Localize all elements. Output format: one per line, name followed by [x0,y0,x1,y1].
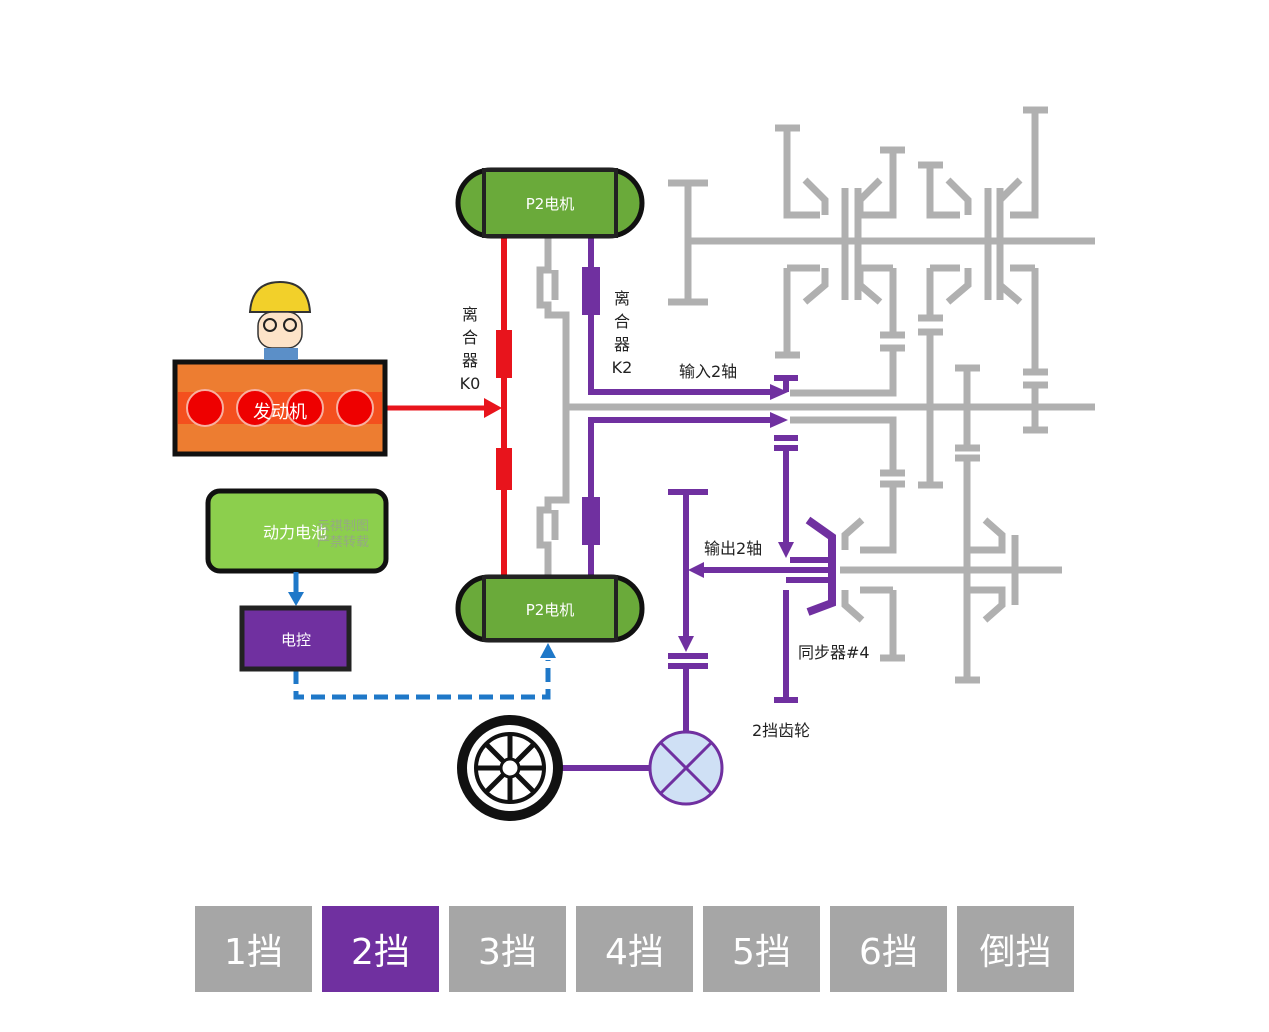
active-power-path [530,236,836,771]
svg-text:输出2轴: 输出2轴 [704,539,762,558]
battery: 动力电池 云祺制图 严禁转载 [205,488,389,574]
svg-text:P2电机: P2电机 [526,601,575,619]
tab-gear-2[interactable]: 2挡 [322,906,439,992]
svg-text:合: 合 [614,312,630,331]
svg-text:离: 离 [614,289,630,308]
svg-text:K2: K2 [612,358,633,377]
svg-text:P2电机: P2电机 [526,195,575,213]
svg-text:2挡齿轮: 2挡齿轮 [752,721,810,740]
svg-text:器: 器 [614,335,630,354]
tab-gear-6[interactable]: 6挡 [830,906,947,992]
tab-gear-reverse[interactable]: 倒挡 [957,906,1074,992]
svg-text:离: 离 [462,305,478,324]
tab-gear-5[interactable]: 5挡 [703,906,820,992]
p2-motor-top: P2电机 [455,167,645,239]
tab-gear-3[interactable]: 3挡 [449,906,566,992]
controller: 电控 [239,605,352,672]
differential-icon [648,730,724,806]
svg-text:合: 合 [462,328,478,347]
svg-text:电控: 电控 [281,631,311,649]
svg-text:云祺制图: 云祺制图 [317,519,369,534]
diagram-labels: 离 合 器 K0 离 合 器 K2 输入2轴 输出2轴 同步器#4 2挡齿轮 [460,289,870,740]
wheel-icon [457,715,563,821]
svg-text:输入2轴: 输入2轴 [679,362,737,381]
gear-selector-tabs: 1挡 2挡 3挡 4挡 5挡 6挡 倒挡 [195,906,1074,992]
engine: 发动机 [172,359,388,457]
hybrid-transmission-diagram: P2电机 P2电机 发动机 动力电池 云祺制图 严禁转载 电控 [172,106,1095,821]
svg-text:同步器#4: 同步器#4 [798,643,870,662]
svg-text:动力电池: 动力电池 [263,523,327,542]
svg-text:器: 器 [462,351,478,370]
active-path-arrows [678,384,794,652]
svg-text:K0: K0 [460,374,481,393]
p2-motor-bottom: P2电机 [455,574,645,643]
mascot-icon [248,280,312,360]
inactive-gearbox [536,106,1095,684]
engine-path [387,236,512,577]
svg-text:严禁转载: 严禁转载 [317,535,369,550]
control-link [293,572,551,700]
tab-gear-4[interactable]: 4挡 [576,906,693,992]
tab-gear-1[interactable]: 1挡 [195,906,312,992]
svg-text:发动机: 发动机 [253,402,307,423]
